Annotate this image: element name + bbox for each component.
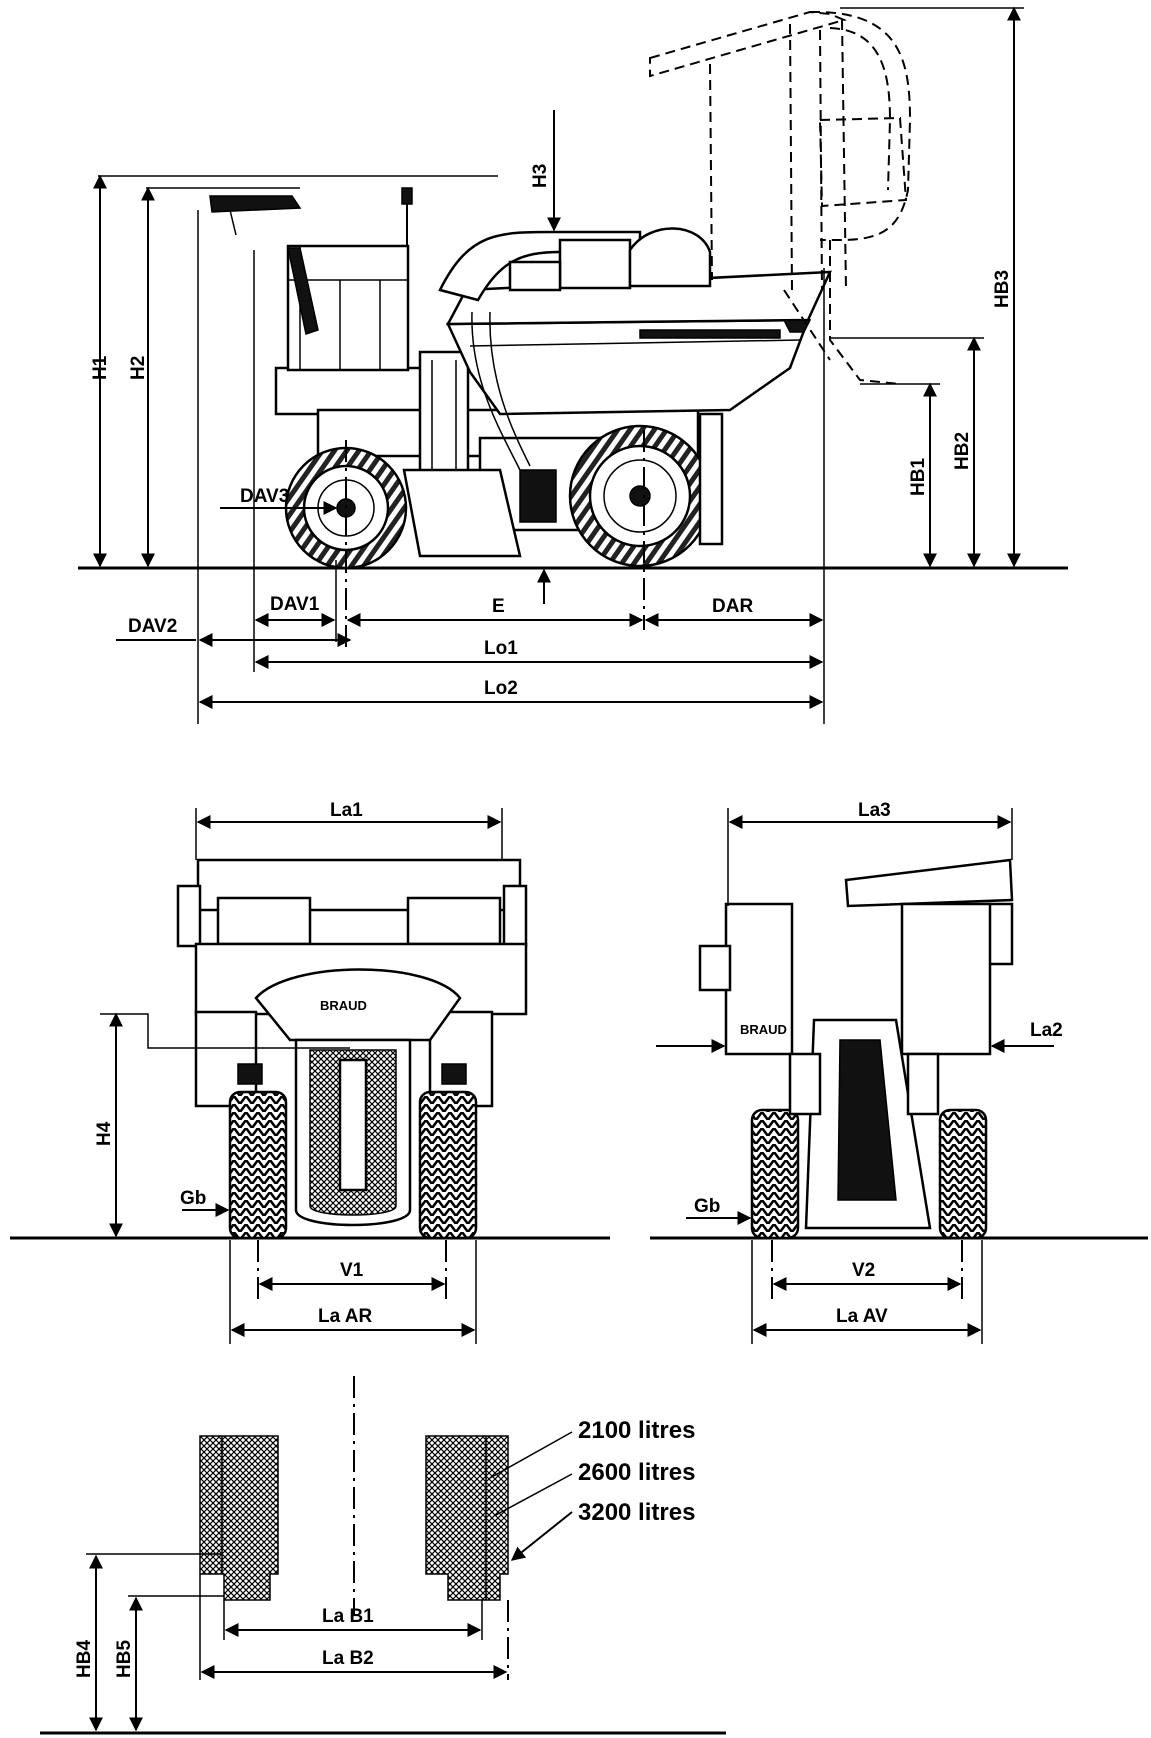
- capacity-leader-2600: [493, 1473, 573, 1517]
- label-la2: La2: [1030, 1020, 1063, 1041]
- label-hb3: HB3: [992, 270, 1013, 308]
- capacity-label-2100: 2100 litres: [578, 1417, 695, 1444]
- front-harvester-drawing: BRAUD: [698, 858, 1014, 1240]
- label-h3: H3: [530, 164, 551, 188]
- label-hb1: HB1: [908, 458, 929, 496]
- front-brand-plate: BRAUD: [740, 1022, 787, 1037]
- label-la-av: La AV: [836, 1306, 888, 1327]
- label-gb-front: Gb: [694, 1196, 720, 1217]
- left-bin-section: [199, 1435, 279, 1601]
- label-gb-rear: Gb: [180, 1188, 206, 1209]
- label-dar: DAR: [712, 596, 753, 617]
- bin-view: 2100 litres 2600 litres 3200 litres HB4 …: [40, 1376, 726, 1735]
- label-dav1: DAV1: [270, 594, 320, 615]
- label-h2: H2: [128, 356, 149, 380]
- label-h4: H4: [94, 1121, 115, 1146]
- label-hb5: HB5: [114, 1640, 135, 1678]
- label-la-b2: La B2: [322, 1648, 374, 1669]
- rear-harvester-drawing: BRAUD: [176, 858, 528, 1240]
- capacity-label-3200: 3200 litres: [578, 1499, 695, 1526]
- side-raised-bin-outline: [649, 10, 912, 385]
- label-hb4: HB4: [74, 1640, 95, 1678]
- label-lo1: Lo1: [484, 638, 518, 659]
- capacity-leader-3200: [510, 1511, 573, 1561]
- label-v2: V2: [852, 1260, 875, 1281]
- label-dav3: DAV3: [240, 486, 289, 507]
- front-view: BRAUD La3 La2 Gb V2 La AV: [650, 800, 1148, 1344]
- label-h1: H1: [90, 355, 111, 380]
- rear-view: BRAUD La1 H4 Gb V1 La AR: [10, 800, 610, 1344]
- label-lo2: Lo2: [484, 678, 518, 699]
- label-la3: La3: [858, 800, 891, 821]
- label-hb2: HB2: [952, 432, 973, 470]
- right-bin-section: [425, 1435, 509, 1601]
- capacity-leader-2100: [489, 1431, 573, 1479]
- label-e: E: [492, 596, 505, 617]
- label-dav2: DAV2: [128, 616, 177, 637]
- label-la-ar: La AR: [318, 1306, 372, 1327]
- label-la1: La1: [330, 800, 363, 821]
- capacity-label-2600: 2600 litres: [578, 1459, 695, 1486]
- side-harvester-drawing: [209, 187, 832, 570]
- label-v1: V1: [340, 1260, 364, 1281]
- label-la-b1: La B1: [322, 1606, 374, 1627]
- side-view: H1 H2 H3 HB1 HB2 HB3 DAV3 DAV1 E DAR DAV…: [78, 6, 1068, 724]
- rear-brand-plate: BRAUD: [320, 998, 367, 1013]
